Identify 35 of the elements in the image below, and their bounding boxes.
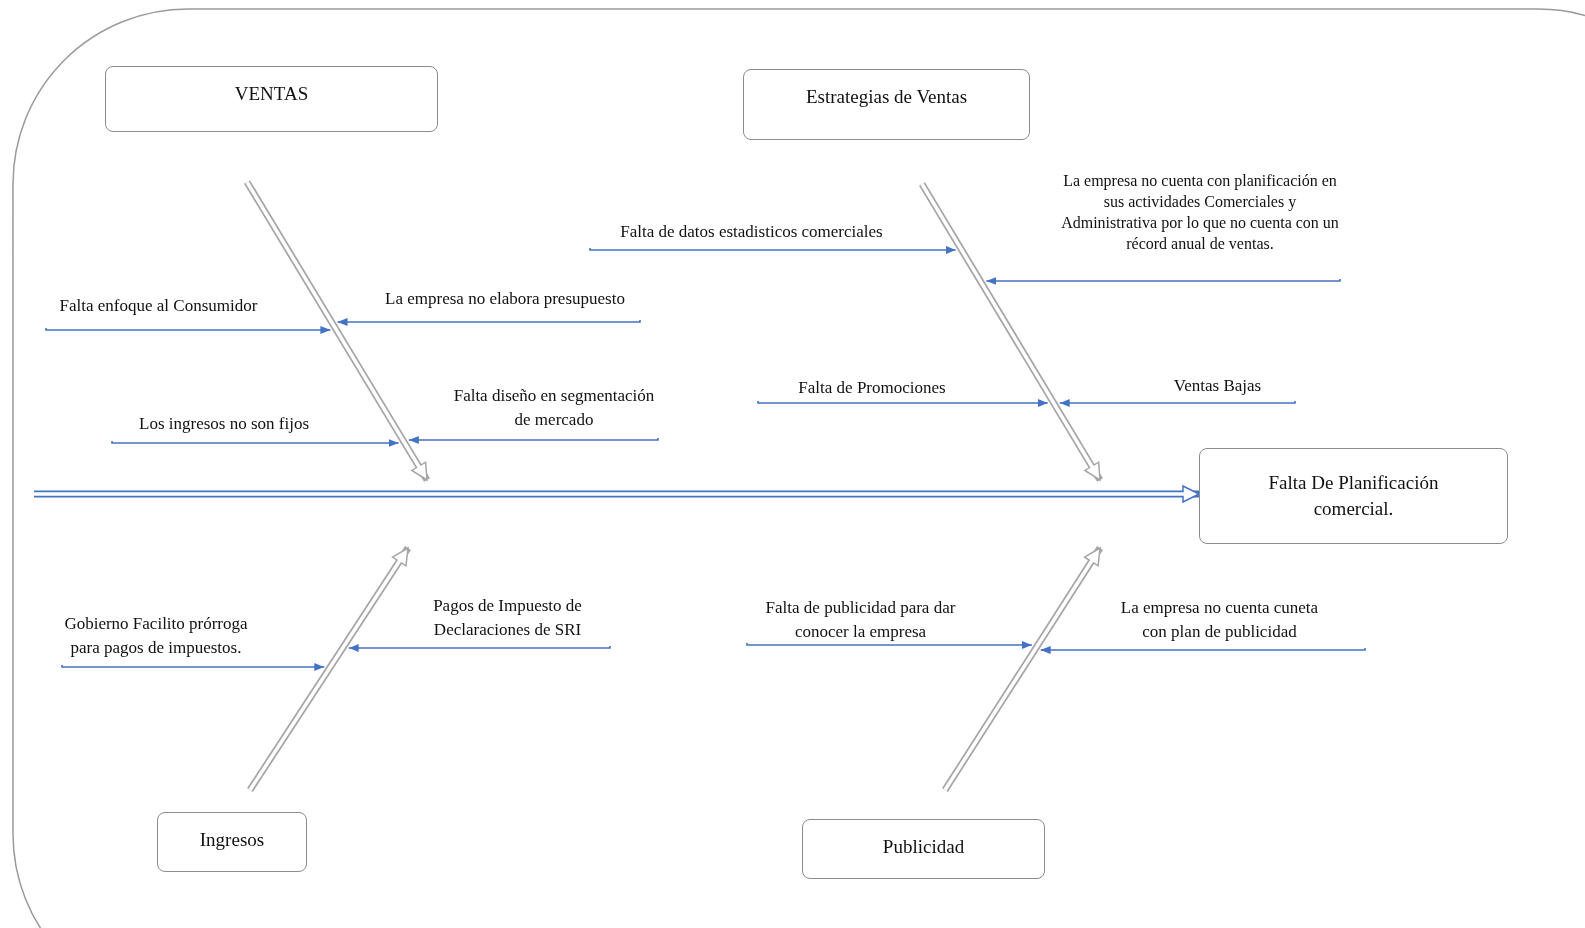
category-label: VENTAS bbox=[234, 82, 309, 106]
cause-text: Falta de publicidad para dar conocer la empresa bbox=[764, 597, 957, 643]
cause-text: Gobierno Facilito prórroga para pagos de impuestos. bbox=[63, 613, 249, 659]
category-label: Publicidad bbox=[882, 835, 965, 859]
category-label: Ingresos bbox=[199, 828, 265, 852]
cause-text: Falta diseño en segmentación de mercado bbox=[452, 385, 656, 431]
arrow bbox=[336, 318, 641, 326]
effect-box bbox=[1199, 448, 1508, 544]
arrow bbox=[589, 246, 957, 254]
cause-text: La empresa no cuenta cuneta con plan de publicidad bbox=[1119, 597, 1320, 643]
cause-text: La empresa no elabora presupuesto bbox=[384, 288, 626, 310]
cause-text: Ventas Bajas bbox=[1172, 375, 1263, 397]
category-label: Falta De Planificación comercial. bbox=[1267, 471, 1440, 521]
cause-text: Falta de datos estadisticos comerciales bbox=[619, 221, 884, 243]
cause-text: Falta enfoque al Consumidor bbox=[58, 295, 259, 317]
arrow bbox=[1039, 646, 1366, 654]
arrow bbox=[757, 399, 1049, 407]
arrow bbox=[45, 326, 332, 334]
arrow bbox=[746, 641, 1033, 649]
bone-arrow bbox=[247, 546, 411, 792]
category-label: Estrategias de Ventas bbox=[805, 85, 968, 109]
cause-text: Los ingresos no son fijos bbox=[138, 413, 310, 435]
arrow bbox=[111, 439, 400, 447]
cause-text: Pagos de Impuesto de Declaraciones de SRI bbox=[432, 595, 583, 641]
arrow bbox=[347, 644, 611, 652]
category-box bbox=[105, 66, 438, 132]
arrow bbox=[408, 436, 659, 444]
arrow bbox=[985, 277, 1341, 285]
cause-text: Falta de Promociones bbox=[797, 377, 947, 399]
category-box bbox=[743, 69, 1030, 140]
cause-text: La empresa no cuenta con planificación en sus actividades Comerciales y Administrativa por lo que no cuenta con un récord anual de ventas. bbox=[1060, 171, 1340, 254]
arrow bbox=[1058, 399, 1296, 407]
category-box bbox=[157, 812, 307, 872]
arrow bbox=[61, 663, 326, 671]
category-box bbox=[802, 819, 1045, 879]
